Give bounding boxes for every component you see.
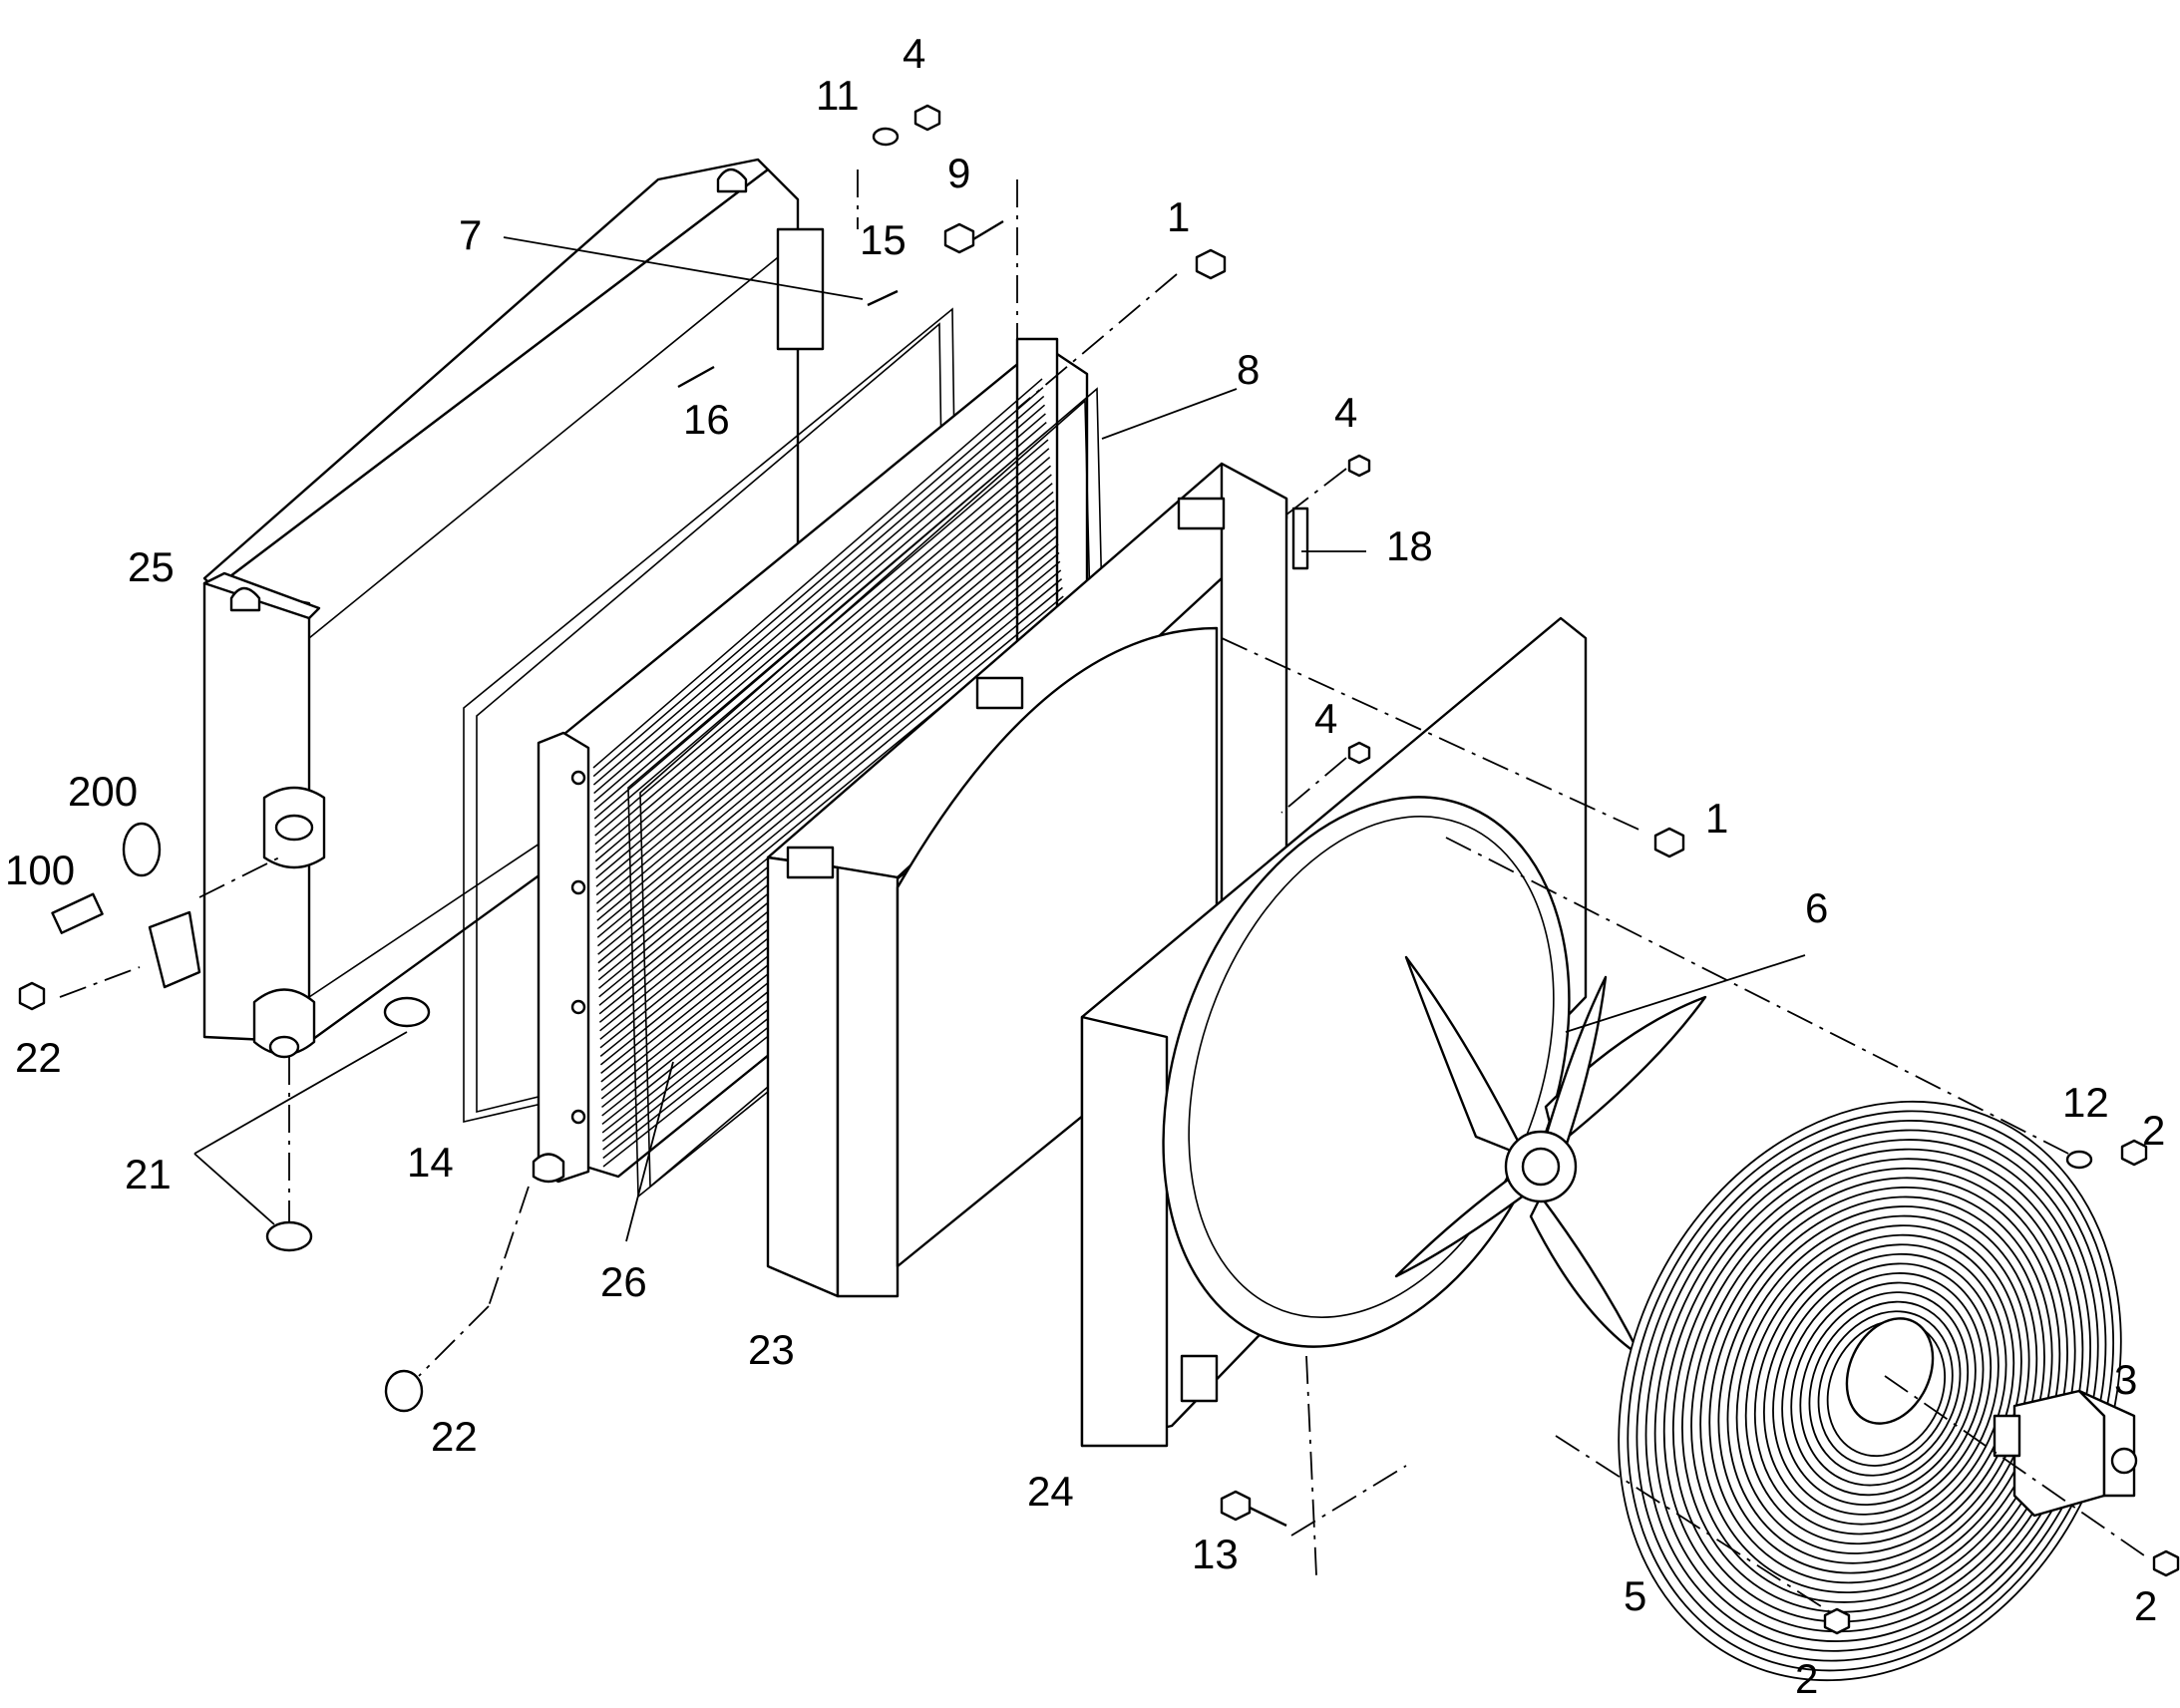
callout-22-left: 22 (15, 1034, 62, 1081)
plug-22-lower (384, 1369, 424, 1413)
bolt-13-head (1220, 1490, 1252, 1522)
pin-15 (867, 289, 899, 307)
bracket-18 (1291, 507, 1309, 570)
bushing-200 (122, 822, 162, 877)
washer-11 (872, 127, 900, 147)
callout-16: 16 (683, 396, 730, 443)
callout-22-lower: 22 (431, 1413, 478, 1460)
nut-2-bottom (1823, 1607, 1851, 1635)
radiator-part-25 (148, 158, 825, 1059)
callout-2-bottom: 2 (1795, 1655, 1818, 1702)
callout-6: 6 (1805, 884, 1828, 931)
callout-26: 26 (600, 1258, 647, 1305)
callout-1-right: 1 (1705, 795, 1728, 842)
callout-2-right: 2 (2142, 1107, 2165, 1154)
callout-23: 23 (748, 1326, 795, 1373)
assembly-centerlines (59, 170, 2145, 1616)
bolt-9-head (943, 222, 975, 254)
callout-11: 11 (816, 72, 860, 119)
callout-4-mid: 4 (1334, 389, 1357, 436)
nut-1-top (1195, 248, 1227, 280)
callout-labels: 4 11 9 1 7 15 16 8 4 18 25 4 200 1 6 100… (5, 30, 2165, 1702)
callout-21: 21 (125, 1151, 172, 1197)
callout-3: 3 (2114, 1356, 2137, 1403)
callout-8: 8 (1237, 346, 1260, 393)
callout-24: 24 (1027, 1468, 1074, 1515)
nut-4-lower (1347, 741, 1371, 765)
callout-5: 5 (1624, 1572, 1646, 1619)
callout-12: 12 (2062, 1079, 2109, 1126)
screw-16 (677, 365, 715, 389)
callout-15: 15 (860, 216, 907, 263)
callout-1-top: 1 (1167, 193, 1190, 240)
callout-14: 14 (407, 1139, 454, 1186)
callout-9: 9 (947, 150, 970, 196)
nut-2-right (2120, 1139, 2148, 1167)
hydraulic-motor-part-3 (1993, 1389, 2138, 1518)
fan-part-6 (1394, 955, 1707, 1358)
nut-2-motor (2152, 1549, 2180, 1577)
callout-13: 13 (1192, 1531, 1239, 1577)
callout-4-top: 4 (903, 30, 925, 77)
callout-7: 7 (459, 211, 482, 258)
nut-4-top (913, 104, 941, 132)
nut-4-mid (1347, 454, 1371, 478)
mount-21-lower (265, 1220, 313, 1252)
plug-22-left (18, 981, 46, 1011)
callout-200: 200 (68, 768, 138, 815)
callout-100: 100 (5, 847, 75, 893)
washer-12 (2065, 1150, 2093, 1170)
leader-lines (193, 236, 1806, 1242)
sleeve-100 (51, 892, 104, 934)
nut-1-right (1653, 827, 1685, 858)
mount-21-upper (383, 996, 431, 1028)
fasteners (18, 104, 2180, 1635)
callout-2-motor: 2 (2134, 1582, 2157, 1629)
callout-25: 25 (128, 543, 175, 590)
callout-18: 18 (1386, 522, 1433, 569)
callout-4-lower: 4 (1314, 695, 1337, 742)
